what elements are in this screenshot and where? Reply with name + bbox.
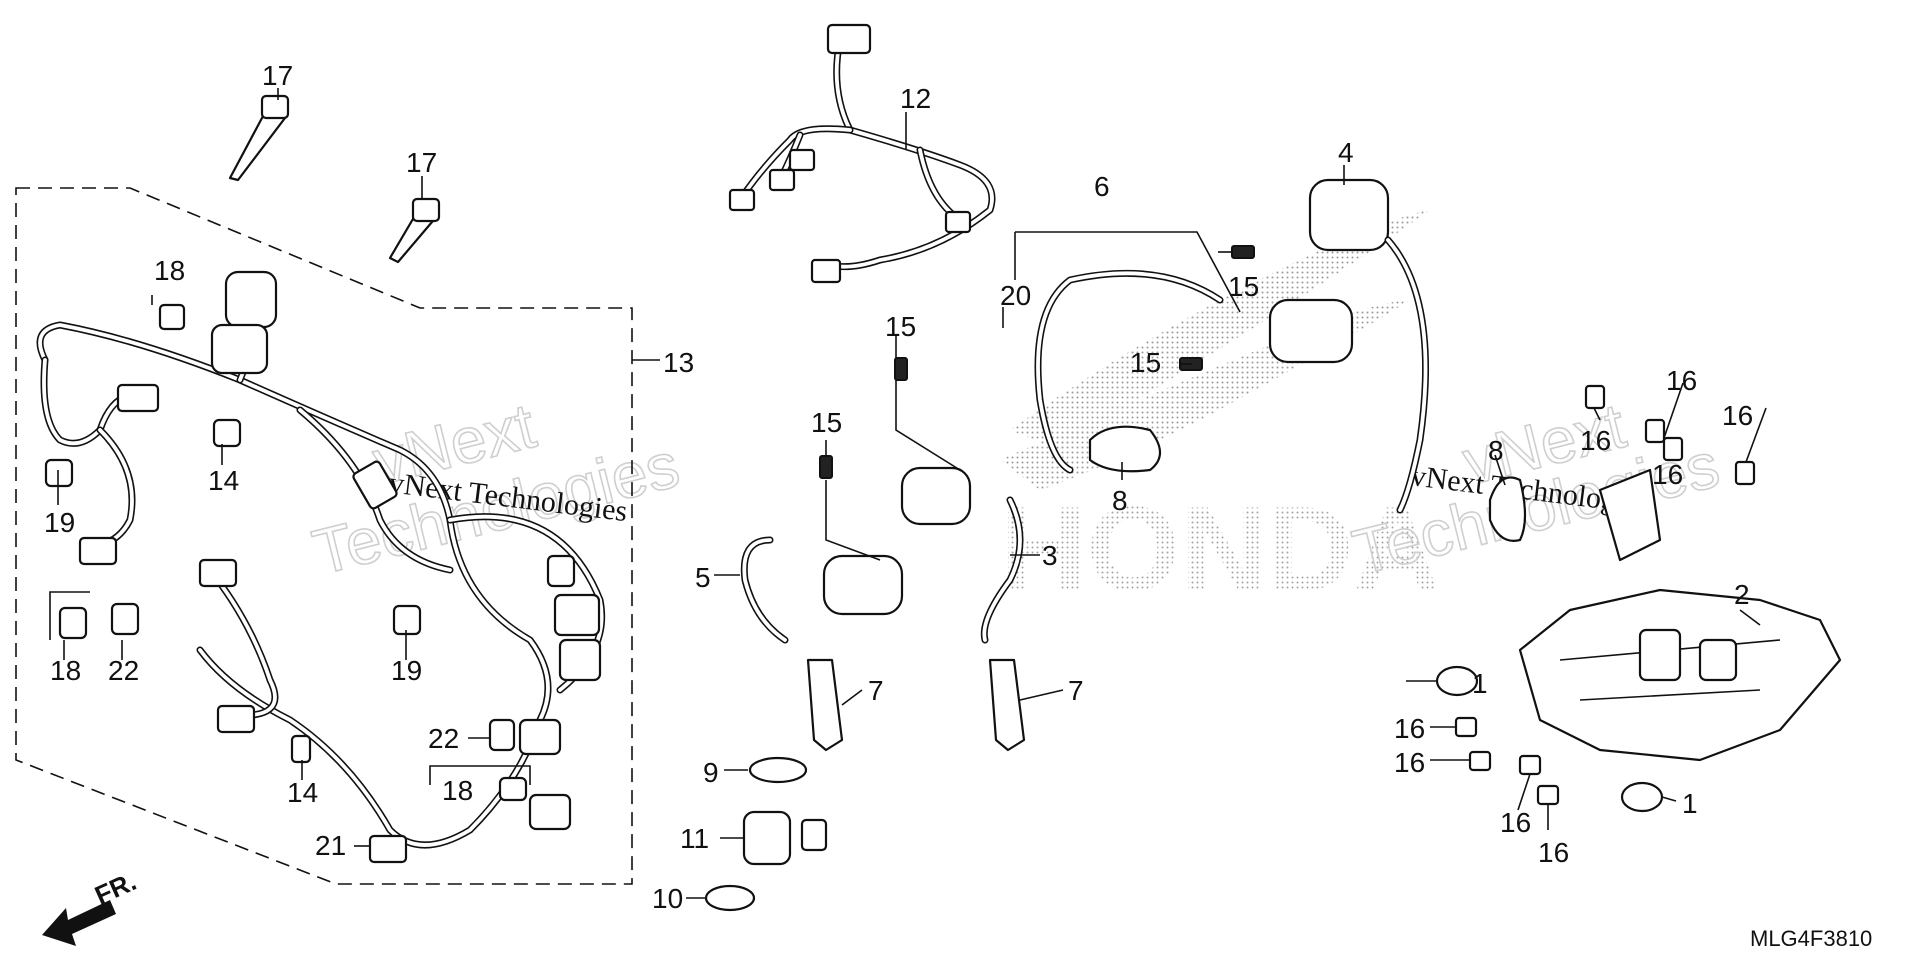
callout-17: 17 <box>406 147 437 178</box>
callout-16: 16 <box>1666 365 1697 396</box>
callout-15: 15 <box>1228 271 1259 302</box>
callout-5: 5 <box>695 562 711 593</box>
callout-16: 16 <box>1538 837 1569 868</box>
callout-16: 16 <box>1394 713 1425 744</box>
callout-8: 8 <box>1488 435 1504 466</box>
callout-16: 16 <box>1722 400 1753 431</box>
callout-15: 15 <box>1130 347 1161 378</box>
callout-7: 7 <box>868 675 884 706</box>
callout-17: 17 <box>262 60 293 91</box>
callout-22: 22 <box>428 723 459 754</box>
callout-20: 20 <box>1000 280 1031 311</box>
diagram-code: MLG4F3810 <box>1750 926 1872 951</box>
sub-harness <box>728 23 996 284</box>
direction-label: FR. <box>90 866 140 910</box>
callout-16: 16 <box>1500 807 1531 838</box>
callout-19: 19 <box>391 655 422 686</box>
cable-ties <box>228 94 441 264</box>
callout-3: 3 <box>1042 540 1058 571</box>
callout-18: 18 <box>154 255 185 286</box>
callout-1: 1 <box>1472 668 1488 699</box>
callout-1: 1 <box>1682 788 1698 819</box>
bolts <box>819 245 1255 479</box>
callout-7: 7 <box>1068 675 1084 706</box>
clips <box>44 303 576 864</box>
main-harness-boundary <box>15 187 633 885</box>
callout-14: 14 <box>208 465 239 496</box>
grommets-and-nuts <box>704 756 828 912</box>
front-direction-arrow: FR. <box>42 866 141 946</box>
callout-10: 10 <box>652 883 683 914</box>
callout-6: 6 <box>1094 171 1110 202</box>
callout-14: 14 <box>287 777 318 808</box>
callout-4: 4 <box>1338 137 1354 168</box>
main-wire-harness <box>36 270 606 849</box>
callout-15: 15 <box>811 407 842 438</box>
callout-16: 16 <box>1394 747 1425 778</box>
callout-12: 12 <box>900 83 931 114</box>
callout-2: 2 <box>1734 579 1750 610</box>
callout-8: 8 <box>1112 485 1128 516</box>
coil-bracket <box>1435 468 1842 813</box>
callout-15: 15 <box>885 311 916 342</box>
callout-21: 21 <box>315 830 346 861</box>
callout-9: 9 <box>703 757 719 788</box>
callout-18: 18 <box>442 775 473 806</box>
callout-16: 16 <box>1580 425 1611 456</box>
callout-13: 13 <box>663 347 694 378</box>
callout-19: 19 <box>44 507 75 538</box>
callout-16: 16 <box>1652 459 1683 490</box>
callout-11: 11 <box>680 823 709 854</box>
callout-22: 22 <box>108 655 139 686</box>
ignition-coils <box>740 178 1527 752</box>
callout-labels: 1 1 2 3 4 5 6 7 7 8 8 9 10 11 12 13 14 1… <box>44 60 1753 914</box>
grommet-set <box>1454 384 1756 806</box>
leader-lines <box>49 88 1767 899</box>
honda-brand-watermark: HONDA <box>1000 482 1440 616</box>
callout-18: 18 <box>50 655 81 686</box>
